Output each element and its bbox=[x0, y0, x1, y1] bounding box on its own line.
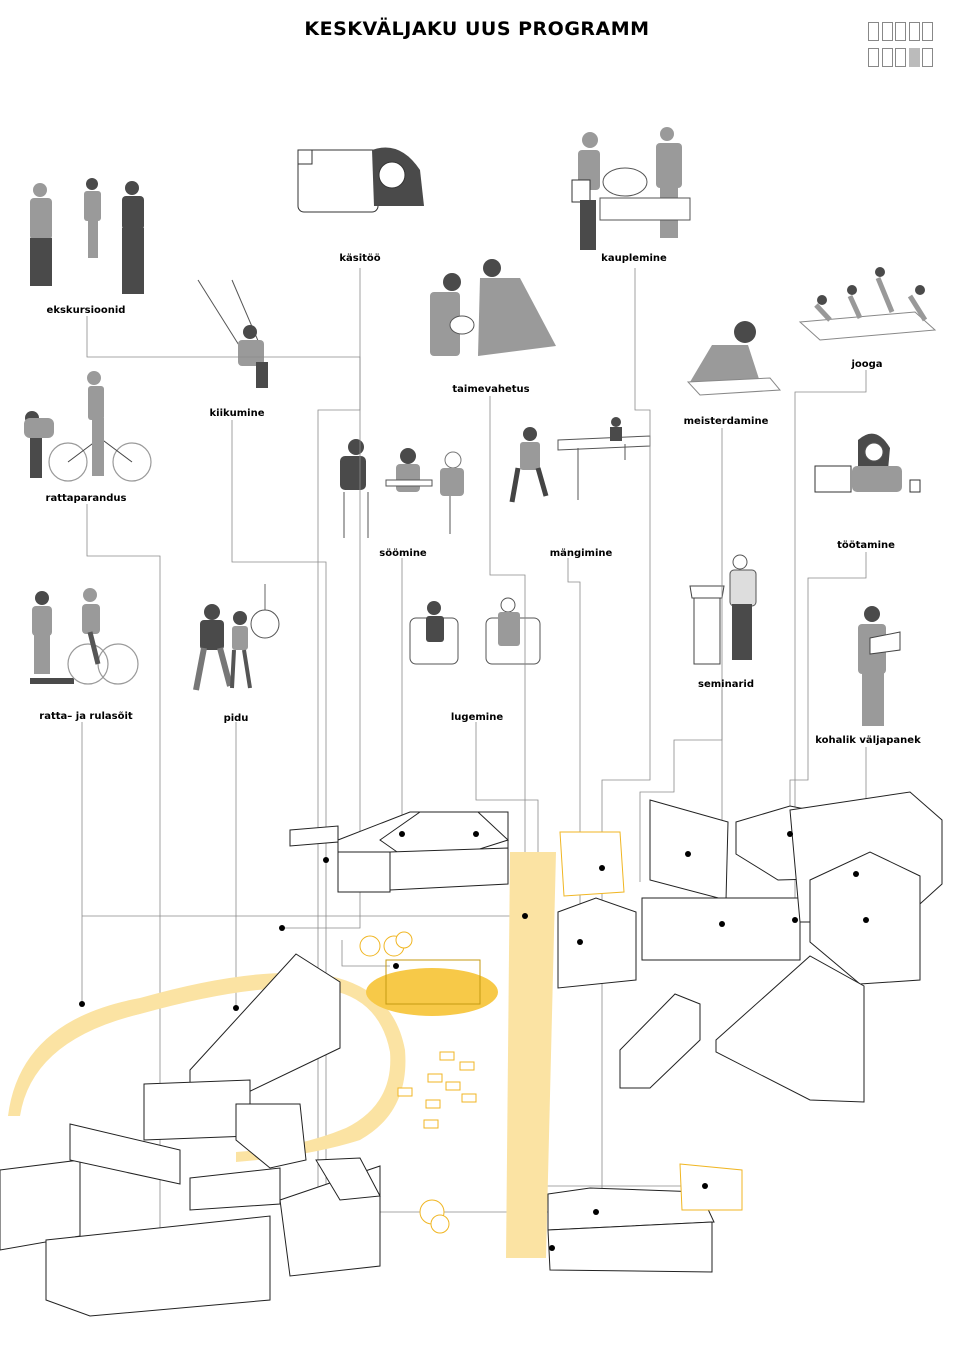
phase-cell bbox=[908, 22, 920, 41]
excursion-illustration bbox=[30, 178, 144, 294]
plant-swap-illustration bbox=[430, 259, 556, 356]
label-meisterdamine: meisterdamine bbox=[683, 416, 769, 427]
label-tootamine: töötamine bbox=[837, 540, 895, 551]
phase-cell bbox=[868, 48, 879, 67]
label-jooga: jooga bbox=[851, 359, 883, 370]
swing-illustration bbox=[197, 279, 268, 388]
page-title: KESKVÄLJAKU UUS PROGRAMM bbox=[304, 18, 650, 40]
phase-cell bbox=[881, 22, 893, 41]
phase-cell bbox=[881, 48, 893, 67]
label-seminarid: seminarid bbox=[698, 679, 754, 690]
exhibition-illustration bbox=[858, 606, 901, 726]
label-kasitoo: käsitöö bbox=[339, 253, 381, 264]
label-kauplemine: kauplemine bbox=[601, 253, 667, 264]
buildings bbox=[0, 791, 943, 1317]
phase-cell bbox=[895, 22, 906, 41]
market-illustration bbox=[571, 127, 691, 250]
phase-cell bbox=[908, 48, 920, 67]
label-lugemine: lugemine bbox=[450, 712, 504, 723]
table-tennis-illustration bbox=[509, 417, 651, 503]
label-rattasoit: ratta– ja rulasõit bbox=[39, 711, 133, 722]
activity-dots bbox=[79, 831, 869, 1251]
party-illustration bbox=[193, 584, 280, 691]
cycling-skating-illustration bbox=[30, 588, 139, 685]
label-taimevahetus: taimevahetus bbox=[452, 384, 530, 395]
craft-illustration bbox=[297, 147, 424, 213]
phase-cell bbox=[922, 22, 933, 41]
seminar-illustration bbox=[689, 554, 757, 665]
tinkering-illustration bbox=[686, 321, 782, 396]
label-kiikumine: kiikumine bbox=[209, 408, 265, 419]
phase-cell bbox=[922, 48, 933, 67]
working-illustration bbox=[814, 433, 921, 493]
label-ekskursioonid: ekskursioonid bbox=[46, 305, 126, 316]
phase-cell bbox=[868, 22, 879, 41]
label-mangimine: mängimine bbox=[549, 548, 613, 559]
label-pidu: pidu bbox=[223, 713, 249, 724]
phase-cell bbox=[895, 48, 906, 67]
eating-illustration bbox=[340, 439, 464, 538]
yoga-illustration bbox=[798, 267, 937, 341]
label-valjapanek: kohalik väljapanek bbox=[815, 735, 921, 746]
label-rattaparandus: rattaparandus bbox=[45, 493, 127, 504]
bike-repair-illustration bbox=[24, 371, 152, 482]
reading-illustration bbox=[409, 597, 541, 665]
label-soomine: söömine bbox=[379, 548, 427, 559]
